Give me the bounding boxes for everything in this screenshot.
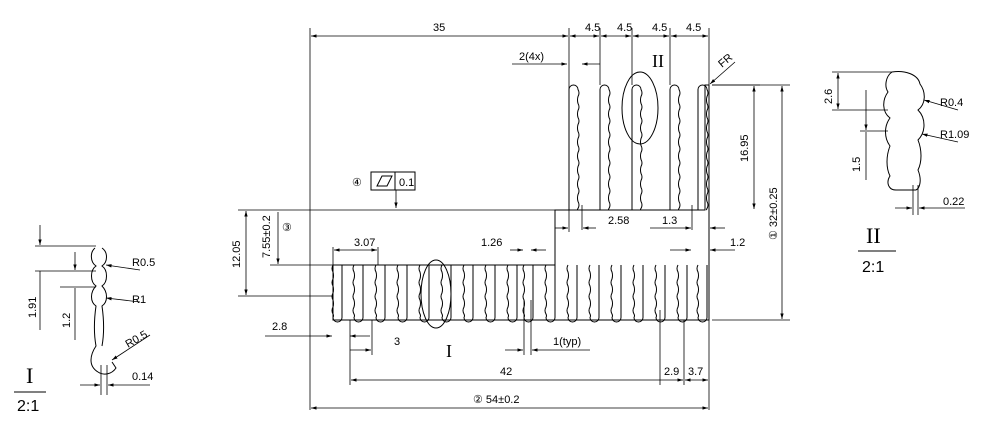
lower-fin-11 [544, 264, 556, 323]
dim-2-58: 2.58 [608, 215, 629, 227]
detail-one-profile [90, 247, 117, 375]
dim-fr: FR [716, 52, 735, 71]
dim-54: ② 54±0.2 [473, 394, 519, 406]
dim-16-95: 16.95 [739, 134, 751, 162]
dim-32: ① 32±0.25 [768, 187, 780, 240]
fin-3 [631, 84, 643, 211]
dim-2-4x: 2(4x) [519, 51, 544, 63]
dim-1-2: 1.2 [730, 237, 745, 249]
detail-two-r04: R0.4 [940, 97, 963, 109]
lower-fin-3 [374, 264, 386, 323]
detail-one-d12: 1.2 [61, 313, 73, 328]
detail-one-d014: 0.14 [132, 371, 153, 383]
detail-two-scale: 2:1 [862, 259, 884, 276]
detail-two-marker [621, 71, 659, 145]
detail-one-ref: I [446, 341, 452, 361]
dim-2-8: 2.8 [272, 321, 287, 333]
dim-3-marker: ③ [282, 222, 292, 234]
dim-4-5-b: 4.5 [617, 22, 632, 34]
upper-fins [568, 84, 709, 211]
lower-fin-6 [440, 264, 452, 323]
lower-fin-5 [418, 264, 430, 323]
detail-two: R0.4 R1.09 2.6 1.5 0.22 II 2:1 [823, 71, 969, 276]
detail-two-ref: II [652, 51, 664, 71]
detail-one-r05b: R0.5 [124, 329, 150, 351]
fin-1 [568, 84, 580, 211]
dim-3: 3 [394, 336, 400, 348]
detail-two-title: II [866, 223, 881, 248]
flatness-value: 0.1 [399, 177, 414, 189]
dimension-texts: 35 4.5 4.5 4.5 4.5 2(4x) FR 16.95 ① 32±0… [231, 22, 780, 406]
dim-35: 35 [433, 22, 445, 34]
lower-fin-9 [506, 264, 518, 323]
dim-4-5-a: 4.5 [585, 22, 600, 34]
lower-fin-13 [588, 264, 600, 323]
detail-two-d15: 1.5 [851, 157, 863, 172]
dim-4-5-d: 4.5 [686, 22, 701, 34]
detail-one-scale: 2:1 [17, 398, 39, 415]
dim-2-9: 2.9 [664, 366, 679, 378]
lower-fin-1 [331, 264, 343, 323]
lower-fin-12 [566, 264, 578, 323]
flatness-icon [376, 175, 393, 187]
dim-3-7: 3.7 [688, 366, 703, 378]
detail-one-d191: 1.91 [27, 297, 39, 318]
dim-7-55: 7.55±0.2 [261, 215, 273, 258]
base-outline [332, 84, 710, 321]
lower-fin-8 [484, 264, 496, 323]
detail-one-r05a: R0.5 [132, 257, 155, 269]
dim-3-07: 3.07 [354, 237, 375, 249]
lower-fin-4 [396, 264, 408, 323]
detail-two-profile [883, 71, 916, 191]
detail-two-d022: 0.22 [943, 196, 964, 208]
lower-fin-18 [696, 264, 708, 323]
fin-5 [697, 84, 709, 211]
lower-fin-15 [632, 264, 644, 323]
heatsink-profile [331, 84, 710, 323]
lower-fins [331, 264, 708, 323]
dim-1-typ: 1(typ) [553, 336, 581, 348]
detail-two-r109: R1.09 [940, 129, 969, 141]
fin-4 [669, 84, 681, 211]
lower-fin-14 [610, 264, 622, 323]
detail-one: R0.5 R1 R0.5 1.91 1.2 0.14 I 2:1 [14, 225, 155, 415]
fin-2 [599, 84, 611, 211]
detail-two-d26: 2.6 [823, 89, 835, 104]
lower-fin-17 [676, 264, 688, 323]
flatness-callout: ④ 0.1 [352, 171, 416, 191]
dim-1-26: 1.26 [481, 237, 502, 249]
dimension-lines [238, 28, 790, 410]
lower-fin-10 [522, 264, 534, 323]
dim-1-3: 1.3 [662, 215, 677, 227]
detail-one-r1: R1 [132, 294, 146, 306]
detail-one-marker [420, 259, 452, 329]
detail-one-title: I [26, 363, 33, 388]
dim-4-5-c: 4.5 [652, 22, 667, 34]
lower-fin-16 [654, 264, 666, 323]
flatness-number: ④ [352, 177, 362, 189]
dim-42: 42 [500, 366, 512, 378]
dim-12-05: 12.05 [231, 240, 243, 268]
lower-fin-2 [352, 264, 364, 323]
lower-fin-7 [462, 264, 474, 323]
